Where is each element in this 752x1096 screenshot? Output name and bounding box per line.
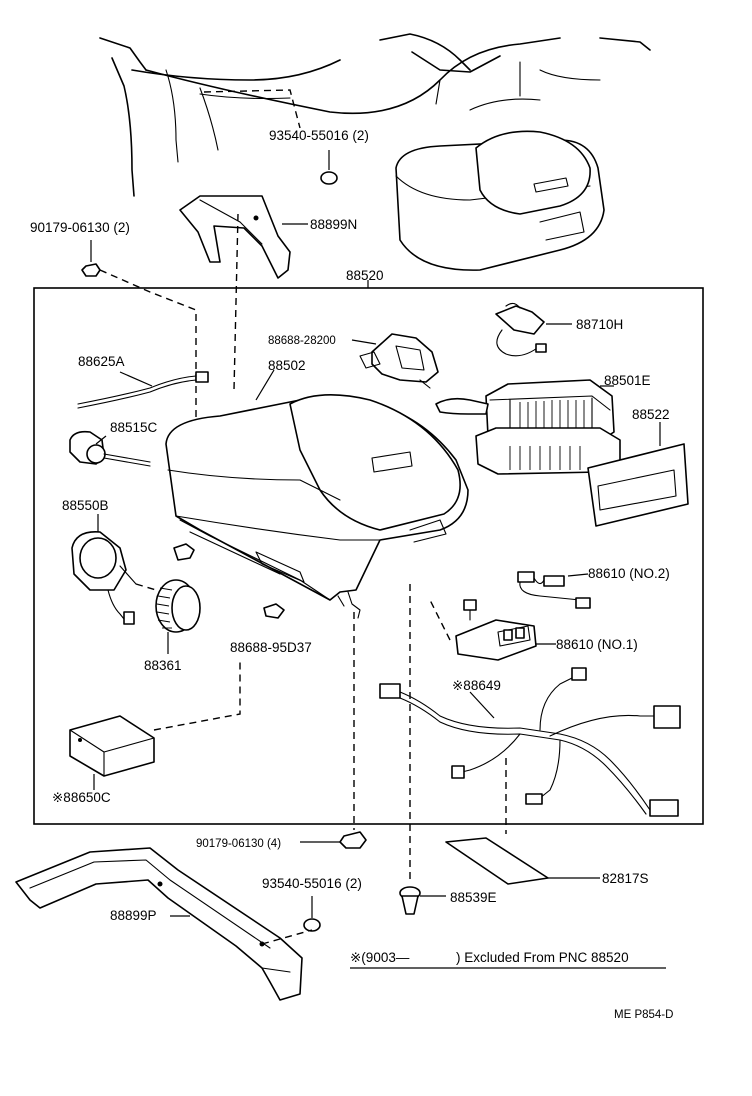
label-88522: 88522	[632, 407, 670, 422]
washer-icon-lower	[303, 896, 321, 932]
label-88515c: 88515C	[110, 420, 158, 435]
label-82817s: 82817S	[602, 871, 649, 886]
harness-88610-no2	[517, 571, 591, 609]
label-88688-95d37: 88688-95D37	[230, 640, 312, 655]
label-88650c: ※88650C	[52, 790, 111, 805]
label-88899n: 88899N	[310, 217, 357, 232]
label-90179-bottom: 90179-06130 (4)	[196, 838, 281, 850]
heater-core-88501e	[435, 379, 621, 475]
footnote-suffix: ) Excluded From PNC 88520	[456, 950, 629, 965]
label-88539e: 88539E	[450, 890, 497, 905]
label-93540-top: 93540-55016 (2)	[269, 128, 369, 143]
label-88649: ※88649	[452, 678, 501, 693]
label-88610-no1: 88610 (NO.1)	[556, 637, 638, 652]
bracket-88688-28200	[351, 333, 439, 389]
label-90179-top: 90179-06130 (2)	[30, 220, 130, 235]
control-88610-no1	[455, 599, 556, 661]
footnote-prefix: ※(9003—	[350, 950, 410, 965]
console-lid-top	[395, 130, 605, 271]
nut-icon-lower	[300, 831, 367, 849]
pad-82817s	[445, 837, 600, 885]
label-88501e: 88501E	[604, 373, 651, 388]
dashboard-outline	[99, 33, 651, 197]
label-88710h: 88710H	[576, 317, 623, 332]
sensor-88515c	[69, 430, 151, 467]
label-88550b: 88550B	[62, 498, 109, 513]
clip-88539e	[399, 886, 446, 915]
label-88610-no2: 88610 (NO.2)	[588, 566, 670, 581]
wire-harness-88649	[379, 667, 681, 817]
case-88502	[165, 369, 469, 601]
blower-fan-88361	[155, 579, 201, 654]
label-93540-bottom: 93540-55016 (2)	[262, 876, 362, 891]
base-plate	[173, 519, 361, 619]
label-88899p: 88899P	[110, 908, 157, 923]
label-88688-28200: 88688-28200	[268, 335, 336, 347]
label-88502: 88502	[268, 358, 306, 373]
footnote: ※(9003— ) Excluded From PNC 88520	[350, 950, 666, 969]
label-88361: 88361	[144, 658, 182, 673]
diagram-code: ME P854-D	[614, 1009, 673, 1021]
label-88625a: 88625A	[78, 354, 125, 369]
washer-icon	[320, 171, 338, 185]
bracket-88899n	[179, 195, 308, 279]
filter-88522	[587, 422, 689, 527]
bracket-88899p	[15, 847, 313, 1001]
blower-motor-88550b	[71, 514, 157, 625]
servo-88710h	[495, 302, 572, 357]
label-88520: 88520	[346, 268, 384, 283]
amplifier-88650c	[69, 715, 155, 790]
nut-icon	[81, 240, 101, 277]
sensor-88625a	[77, 371, 209, 409]
